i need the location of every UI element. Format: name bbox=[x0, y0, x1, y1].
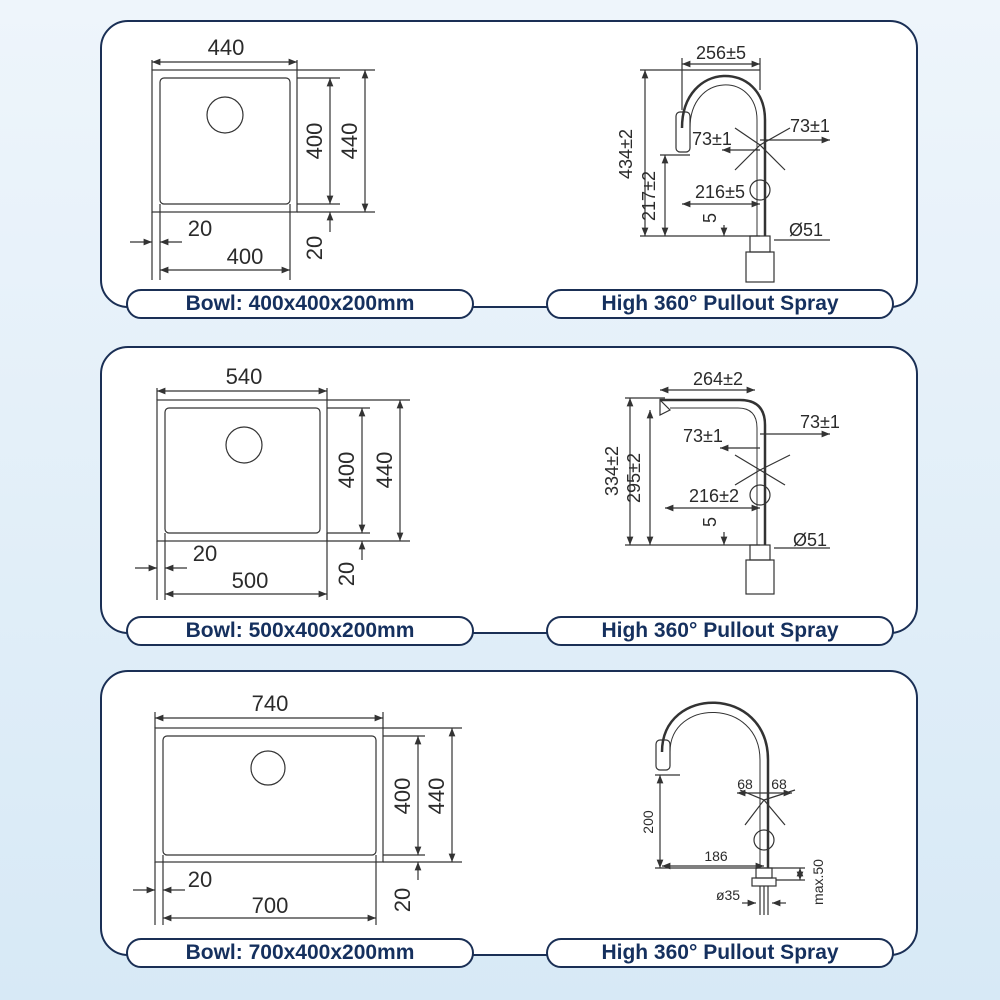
sink-outer-width-label: 540 bbox=[226, 364, 263, 389]
tap-gap-label: 5 bbox=[700, 517, 720, 527]
tap-caption-1: High 360° Pullout Spray bbox=[546, 289, 894, 319]
sink-rim-bottom-label: 20 bbox=[302, 236, 327, 260]
tap-base-reach-label: 216±5 bbox=[695, 182, 745, 202]
tap-diameter-label: Ø51 bbox=[789, 220, 823, 240]
spec-panel-1 bbox=[100, 20, 918, 308]
sink-outer-width-label: 440 bbox=[208, 35, 245, 60]
tap-diameter-label: ø35 bbox=[716, 887, 740, 903]
sink-outer-depth-label: 440 bbox=[337, 123, 362, 160]
sink-rim-bottom-label: 20 bbox=[390, 888, 415, 912]
sink-inner-outline bbox=[159, 77, 291, 205]
sink-outer-depth-label: 440 bbox=[372, 452, 397, 489]
sink-rim-bottom-label: 20 bbox=[334, 562, 359, 586]
sink-dimension-labels-1: 440 20 400 400 440 20 bbox=[188, 35, 362, 269]
bowl-caption-1: Bowl: 400x400x200mm bbox=[126, 289, 474, 319]
tap-height-spout-label: 217±2 bbox=[639, 171, 659, 221]
tap-dimension-labels-2: 264±2 334±2 295±2 73±1 73±1 216±2 5 Ø51 bbox=[602, 369, 840, 550]
drain-hole bbox=[225, 426, 263, 464]
tap-height-spout-label: 295±2 bbox=[624, 453, 644, 503]
tap-base-reach-label: 186 bbox=[704, 848, 728, 864]
drain-hole bbox=[250, 750, 286, 786]
tap-lever-left-label: 73±1 bbox=[683, 426, 723, 446]
tap-lever-left-label: 73±1 bbox=[692, 129, 732, 149]
sink-inner-outline bbox=[164, 407, 321, 534]
sink-inner-depth-label: 400 bbox=[334, 452, 359, 489]
drain-hole bbox=[206, 96, 244, 134]
sink-inner-depth-label: 400 bbox=[302, 123, 327, 160]
tap-caption-2: High 360° Pullout Spray bbox=[546, 616, 894, 646]
tap-reach-label: 256±5 bbox=[696, 43, 746, 63]
tap-max-thickness-label: max.50 bbox=[810, 859, 826, 905]
tap-dimension-labels-3: 68 68 200 186 ø35 max.50 bbox=[640, 776, 826, 905]
tap-base-reach-label: 216±2 bbox=[689, 486, 739, 506]
sink-inner-width-label: 400 bbox=[227, 244, 264, 269]
sink-outer-depth-label: 440 bbox=[424, 778, 449, 815]
tap-diameter-label: Ø51 bbox=[793, 530, 827, 550]
sink-inner-outline bbox=[162, 735, 377, 856]
tap-height-total-label: 434±2 bbox=[616, 129, 636, 179]
sink-outer-outline bbox=[156, 399, 328, 542]
sink-rim-left-label: 20 bbox=[193, 541, 217, 566]
tap-lever-right-label: 73±1 bbox=[790, 116, 830, 136]
tap-gap-label: 5 bbox=[700, 213, 720, 223]
sink-rim-left-label: 20 bbox=[188, 216, 212, 241]
sink-outer-width-label: 740 bbox=[252, 691, 289, 716]
tap-lever-right-label: 73±1 bbox=[800, 412, 840, 432]
tap-caption-3: High 360° Pullout Spray bbox=[546, 938, 894, 968]
tap-lever-left-label: 68 bbox=[737, 776, 753, 792]
sink-inner-depth-label: 400 bbox=[390, 778, 415, 815]
sink-rim-left-label: 20 bbox=[188, 867, 212, 892]
tap-reach-label: 264±2 bbox=[693, 369, 743, 389]
tap-dimension-labels-1: 256±5 434±2 217±2 73±1 73±1 216±5 5 Ø51 bbox=[616, 43, 830, 240]
sink-outer-outline bbox=[151, 69, 298, 213]
tap-lever-right-label: 68 bbox=[771, 776, 787, 792]
sink-inner-width-label: 700 bbox=[252, 893, 289, 918]
sink-outer-outline bbox=[154, 727, 384, 863]
sink-dimension-labels-3: 740 20 700 400 440 20 bbox=[188, 691, 449, 918]
tap-height-total-label: 334±2 bbox=[602, 446, 622, 496]
bowl-caption-3: Bowl: 700x400x200mm bbox=[126, 938, 474, 968]
bowl-caption-2: Bowl: 500x400x200mm bbox=[126, 616, 474, 646]
sink-inner-width-label: 500 bbox=[232, 568, 269, 593]
sink-dimension-labels-2: 540 20 500 400 440 20 bbox=[193, 364, 397, 593]
tap-height-label: 200 bbox=[640, 810, 656, 834]
